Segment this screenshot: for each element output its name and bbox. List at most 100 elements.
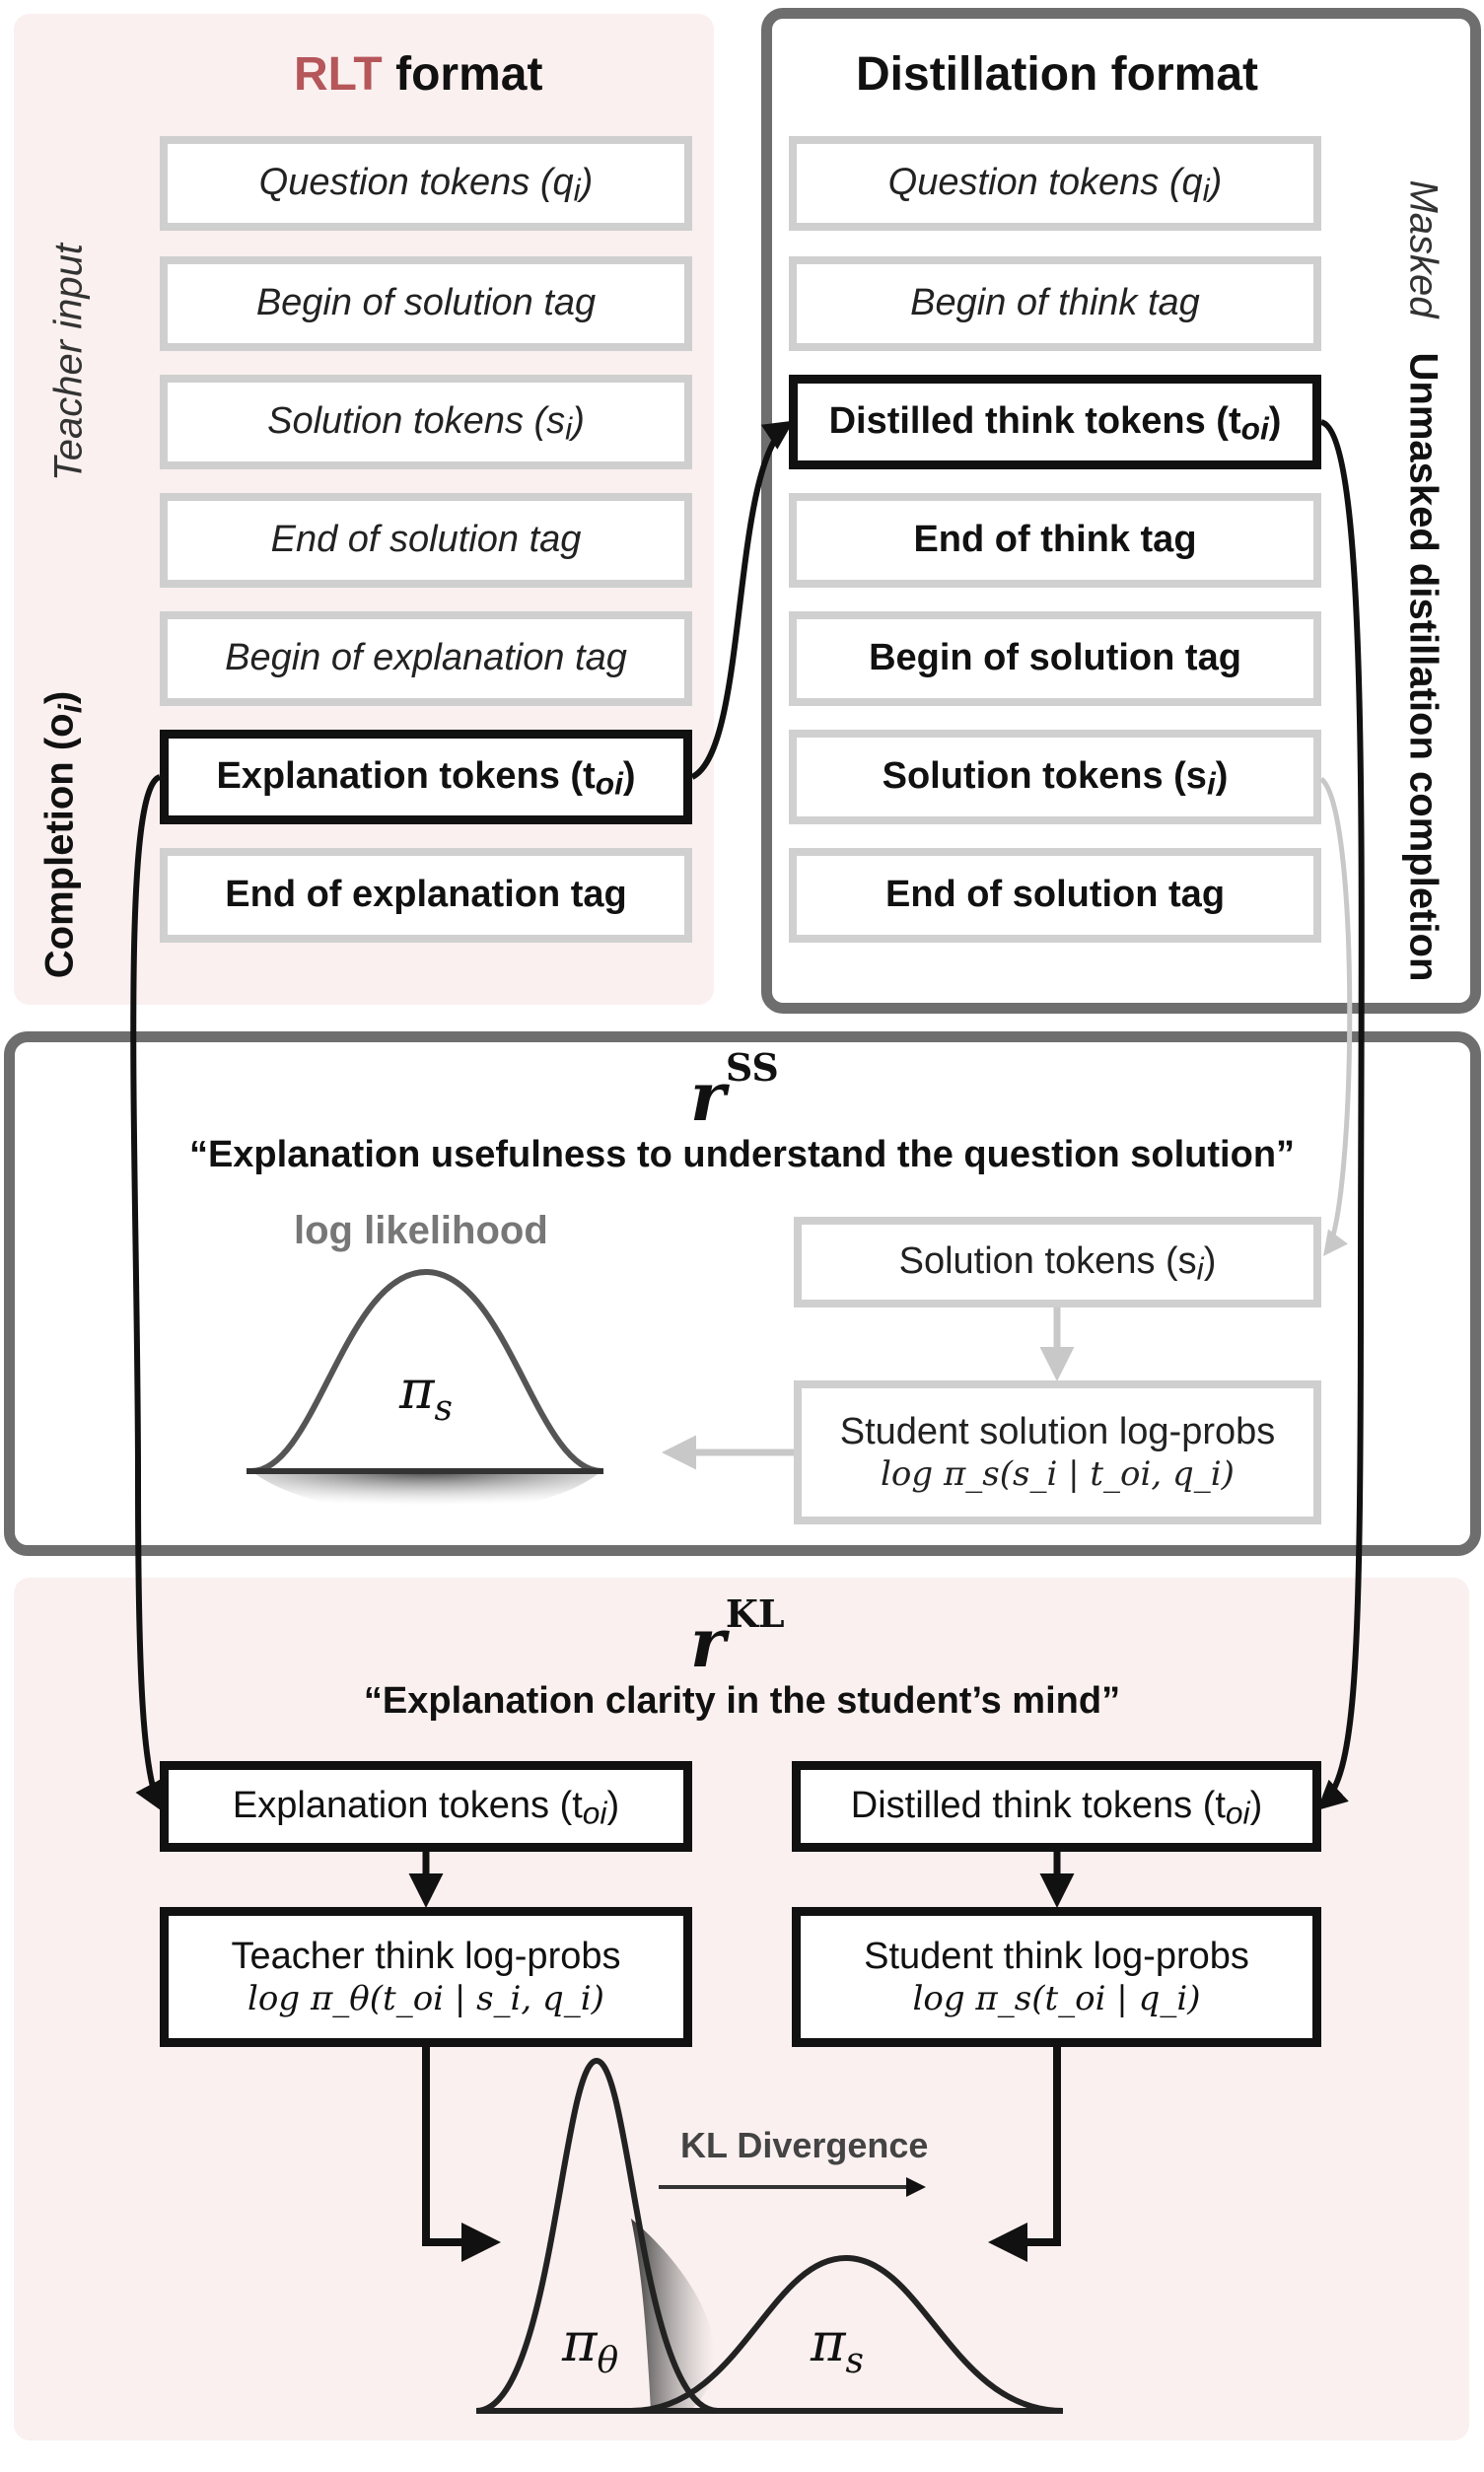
- rlt-question-close: ): [580, 162, 594, 204]
- rlt-solution-close: ): [572, 400, 585, 443]
- distill-distilled-close: ): [1268, 400, 1282, 443]
- rss-superscript: SS: [725, 1045, 779, 1090]
- rlt-title-suffix: format: [382, 48, 543, 101]
- rlt-end-explanation-box: End of explanation tag: [160, 848, 692, 943]
- pi-theta-curve: [475, 2057, 719, 2414]
- rlt-solution-sub: i: [565, 410, 573, 447]
- rkl-teacher-line2: log π_θ(t_oi | s_i, q_i): [247, 1979, 604, 2019]
- pi-s-symbol: πs: [811, 2311, 864, 2381]
- arrow-explanation-to-rkl: [130, 774, 163, 1812]
- distill-question-close: ): [1209, 162, 1223, 204]
- distill-begin-solution-box: Begin of solution tag: [789, 611, 1321, 706]
- rss-symbol: rSS: [690, 1045, 779, 1137]
- rkl-explanation-sub: oi: [582, 1795, 607, 1831]
- rlt-explanation-sub: oi: [595, 765, 623, 802]
- pi-theta-symbol: πθ: [562, 2311, 618, 2381]
- rlt-end-solution-text: End of solution tag: [270, 519, 582, 561]
- arrow-student-to-kl: [988, 2047, 1061, 2262]
- kl-shade: [631, 2219, 715, 2411]
- rkl-student-stack: Student think log-probs log π_s(t_oi | q…: [864, 1935, 1249, 2019]
- pi-theta-sub: θ: [597, 2340, 619, 2381]
- rss-panel: [4, 1031, 1481, 1556]
- rss-pi-sub: s: [434, 1387, 453, 1429]
- rkl-student-line2: log π_s(t_oi | q_i): [912, 1979, 1201, 2019]
- arrow-explanation-to-distilled: [690, 420, 794, 780]
- pi-s-sub: s: [845, 2340, 864, 2381]
- rlt-begin-explanation-text: Begin of explanation tag: [225, 637, 627, 679]
- rkl-teacher-box: Teacher think log-probs log π_θ(t_oi | s…: [160, 1907, 692, 2047]
- rss-r: r: [690, 1058, 726, 1137]
- rlt-end-explanation-text: End of explanation tag: [225, 874, 627, 916]
- rlt-title: RLT format: [294, 47, 542, 102]
- distill-solution-sub: i: [1206, 765, 1216, 802]
- pi-s-curve: [630, 2254, 1064, 2414]
- distill-solution-text: Solution tokens (s: [882, 755, 1207, 798]
- rlt-begin-solution-text: Begin of solution tag: [255, 282, 597, 324]
- rkl-explanation-close: ): [606, 1785, 620, 1827]
- rlt-explanation-text: Explanation tokens (t: [216, 755, 596, 798]
- rss-shade: [251, 1471, 601, 1515]
- rlt-end-solution-box: End of solution tag: [160, 493, 692, 588]
- rlt-question-text: Question tokens (q: [258, 162, 574, 204]
- distill-end-solution-text: End of solution tag: [884, 874, 1226, 916]
- rss-student-line1: Student solution log-probs: [839, 1410, 1276, 1452]
- rkl-student-box: Student think log-probs log π_s(t_oi | q…: [792, 1907, 1321, 2047]
- rkl-r: r: [690, 1604, 726, 1683]
- rss-student-line2: log π_s(s_i | t_oi, q_i): [881, 1454, 1235, 1495]
- rkl-symbol: rKL: [690, 1591, 785, 1683]
- distill-distilled-text: Distilled think tokens (t: [828, 400, 1241, 443]
- rkl-teacher-line1: Teacher think log-probs: [231, 1935, 621, 1977]
- rss-solution-close: ): [1203, 1240, 1217, 1283]
- rkl-explanation-text: Explanation tokens (t: [232, 1785, 583, 1827]
- distillation-title: Distillation format: [856, 48, 1259, 101]
- rkl-superscript: KL: [725, 1591, 785, 1636]
- rss-solution-text: Solution tokens (s: [898, 1240, 1197, 1283]
- distill-begin-think-box: Begin of think tag: [789, 256, 1321, 351]
- pi-s: π: [811, 2311, 846, 2373]
- rss-solution-sub: i: [1196, 1250, 1204, 1287]
- rkl-distilled-sub: oi: [1225, 1795, 1250, 1831]
- distill-end-think-box: End of think tag: [789, 493, 1321, 588]
- rlt-question-sub: i: [573, 172, 581, 208]
- kl-divergence-label: KL Divergence: [680, 2125, 929, 2165]
- rss-student-box: Student solution log-probs log π_s(s_i |…: [794, 1380, 1321, 1524]
- rss-quote: “Explanation usefulness to understand th…: [188, 1134, 1296, 1175]
- rlt-title-prefix: RLT: [294, 48, 383, 101]
- rss-pi-symbol: πs: [399, 1359, 453, 1429]
- distillation-panel: [761, 8, 1481, 1014]
- distill-question-text: Question tokens (q: [887, 162, 1203, 204]
- rkl-teacher-stack: Teacher think log-probs log π_θ(t_oi | s…: [232, 1935, 621, 2019]
- distill-begin-think-text: Begin of think tag: [910, 282, 1200, 324]
- rlt-begin-explanation-box: Begin of explanation tag: [160, 611, 692, 706]
- distill-question-sub: i: [1202, 172, 1210, 208]
- rkl-distilled-text: Distilled think tokens (t: [850, 1785, 1226, 1827]
- distill-begin-solution-text: Begin of solution tag: [869, 637, 1241, 679]
- rlt-begin-solution-box: Begin of solution tag: [160, 256, 692, 351]
- rss-student-stack: Student solution log-probs log π_s(s_i |…: [840, 1410, 1276, 1495]
- arrow-teacher-to-kl: [422, 2047, 501, 2262]
- rss-bell-curve: [250, 1268, 602, 1474]
- log-likelihood-label: log likelihood: [294, 1209, 548, 1252]
- distill-end-solution-box: End of solution tag: [789, 848, 1321, 943]
- rlt-solution-text: Solution tokens (s: [267, 400, 566, 443]
- rss-pi: π: [399, 1359, 435, 1421]
- distill-end-think-text: End of think tag: [913, 519, 1197, 561]
- rkl-distilled-close: ): [1249, 1785, 1263, 1827]
- distill-solution-close: ): [1215, 755, 1229, 798]
- rkl-student-line1: Student think log-probs: [864, 1935, 1249, 1977]
- arrow-distilled-to-rkl: [1316, 419, 1365, 1811]
- pi-theta: π: [562, 2311, 598, 2373]
- rlt-explanation-close: ): [622, 755, 636, 798]
- arrow-solution-to-rss: [1319, 777, 1353, 1257]
- distill-distilled-sub: oi: [1240, 410, 1269, 447]
